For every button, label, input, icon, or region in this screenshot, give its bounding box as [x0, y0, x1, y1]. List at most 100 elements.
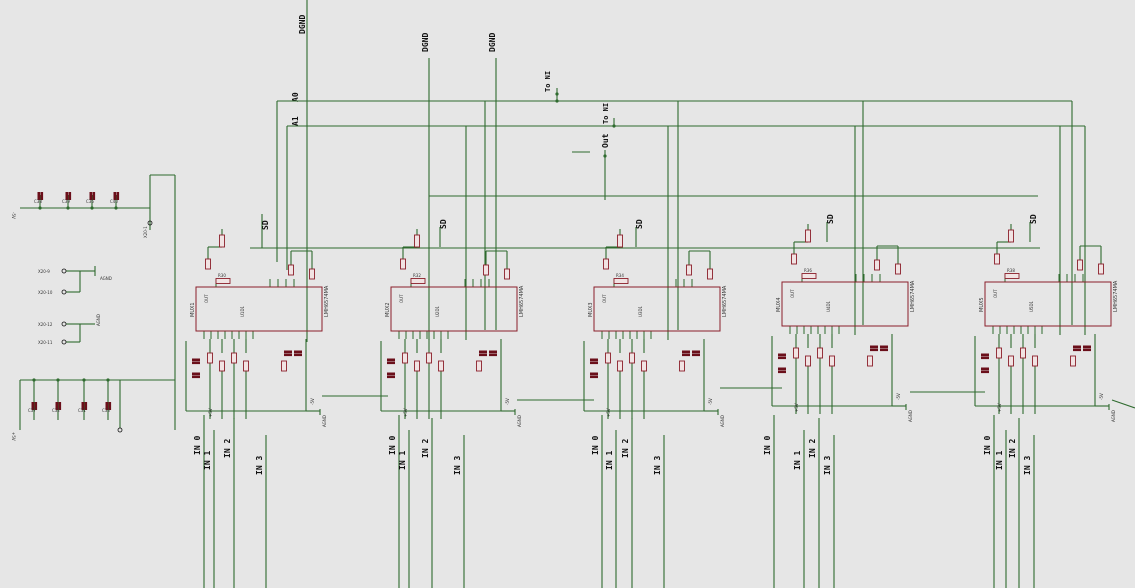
decoupling-cap-plate [880, 348, 888, 352]
junction-dot [555, 92, 559, 96]
agnd-label: AGND [908, 410, 913, 422]
pull-resistor [686, 264, 692, 276]
mux-chip [593, 286, 721, 332]
vneg-label: -5V [1099, 393, 1104, 400]
input-label-2: IN 2 [223, 439, 232, 458]
input-resistor [402, 352, 408, 364]
sd-label: SD [635, 219, 644, 229]
connector-pin [117, 427, 123, 433]
decoupling-cap-plate [387, 361, 395, 365]
agnd-label: AGND [517, 415, 522, 427]
cap-bottom [31, 402, 35, 410]
cap-top [65, 192, 69, 200]
mux-name: MUX4 [776, 297, 782, 312]
vpos-label: +5V [997, 403, 1002, 412]
cap-top [89, 192, 93, 200]
input-resistor [996, 347, 1002, 359]
mux-chip [390, 286, 518, 332]
pull-resistor [483, 264, 489, 276]
input-label-1: IN 1 [605, 451, 614, 470]
mux-part-label: LMH6574MA [1113, 280, 1119, 312]
sd-label: SD [439, 219, 448, 229]
agnd-label: AGND [720, 415, 725, 427]
junction-dot [114, 206, 118, 210]
input-label-0: IN 0 [193, 436, 202, 455]
pull-resistor [874, 259, 880, 271]
top-net-labels: DGND DGND DGND A0 A1 To NI To NI Out [291, 15, 610, 148]
connector-pin [147, 220, 153, 226]
res-label: R34 [616, 273, 624, 278]
mux-ref: U1D1 [240, 305, 245, 317]
components [31, 192, 1112, 433]
mux-ref: U4D1 [826, 300, 831, 312]
res-label: R30 [218, 273, 226, 278]
decoupling-cap-plate [692, 353, 700, 357]
input-resistor [829, 355, 835, 367]
pull-resistor [1077, 259, 1083, 271]
mux-name: MUX1 [190, 302, 196, 317]
decoupling-cap [479, 350, 487, 354]
decoupling-cap [880, 345, 888, 349]
vneg-label: -5V [896, 393, 901, 400]
mux-chip [984, 281, 1112, 327]
decoupling-cap-plate [682, 353, 690, 357]
input-resistor [1020, 347, 1026, 359]
decoupling-cap [489, 350, 497, 354]
mux-ref: U2D1 [435, 305, 440, 317]
input-label-3: IN 3 [453, 456, 462, 475]
wiring [19, 0, 1135, 588]
output-resistor [1070, 355, 1076, 367]
input-label-3: IN 3 [823, 456, 832, 475]
mux-part-label: LMH6574MA [910, 280, 916, 312]
input-resistor [605, 352, 611, 364]
pin-label: OUT [790, 289, 795, 298]
bias-resistor [205, 258, 211, 270]
bias-resistor [791, 253, 797, 265]
input-resistor [1008, 355, 1014, 367]
cap-top-plate [92, 192, 96, 200]
output-resistor [281, 360, 287, 372]
cap-label: C37 [28, 408, 36, 413]
res-label: R38 [1007, 268, 1015, 273]
input-resistor [817, 347, 823, 359]
decoupling-cap [692, 350, 700, 354]
connector-label: X20-11 [38, 340, 53, 345]
sd-label: SD [826, 214, 835, 224]
mux-name: MUX3 [588, 302, 594, 317]
decoupling-cap [387, 372, 395, 376]
out-label: Out [601, 133, 610, 148]
decoupling-cap [294, 350, 302, 354]
input-resistor [805, 355, 811, 367]
input-resistor [207, 352, 213, 364]
decoupling-cap [387, 358, 395, 362]
junction-dot [66, 206, 70, 210]
vpos-label: +5V [11, 432, 16, 441]
agnd-label: AGND [1111, 410, 1116, 422]
agnd-label: AGND [100, 276, 112, 281]
decoupling-cap-plate [778, 370, 786, 374]
cap-bottom-plate [58, 402, 62, 410]
input-label-2: IN 2 [621, 439, 630, 458]
input-label-2: IN 2 [808, 439, 817, 458]
junction-dot [56, 378, 60, 382]
decoupling-cap-plate [778, 356, 786, 360]
cap-label: C31 [78, 408, 86, 413]
input-label-1: IN 1 [793, 451, 802, 470]
decoupling-cap [192, 372, 200, 376]
pin-label: OUT [602, 294, 607, 303]
pull-resistor [707, 268, 713, 280]
cap-label: C36 [86, 199, 94, 204]
decoupling-cap-plate [192, 375, 200, 379]
conn-label: X20-1 [143, 226, 148, 238]
agnd-label: AGND [322, 415, 327, 427]
input-label-1: IN 1 [398, 451, 407, 470]
input-resistor [426, 352, 432, 364]
cap-label: C38 [34, 199, 42, 204]
decoupling-cap-plate [489, 353, 497, 357]
vpos-label: +5V [794, 403, 799, 412]
feedback-resistor [410, 278, 426, 284]
input-label-0: IN 0 [763, 436, 772, 455]
output-resistor [476, 360, 482, 372]
decoupling-cap [778, 367, 786, 371]
to-ni-label-1: To NI [544, 71, 552, 92]
